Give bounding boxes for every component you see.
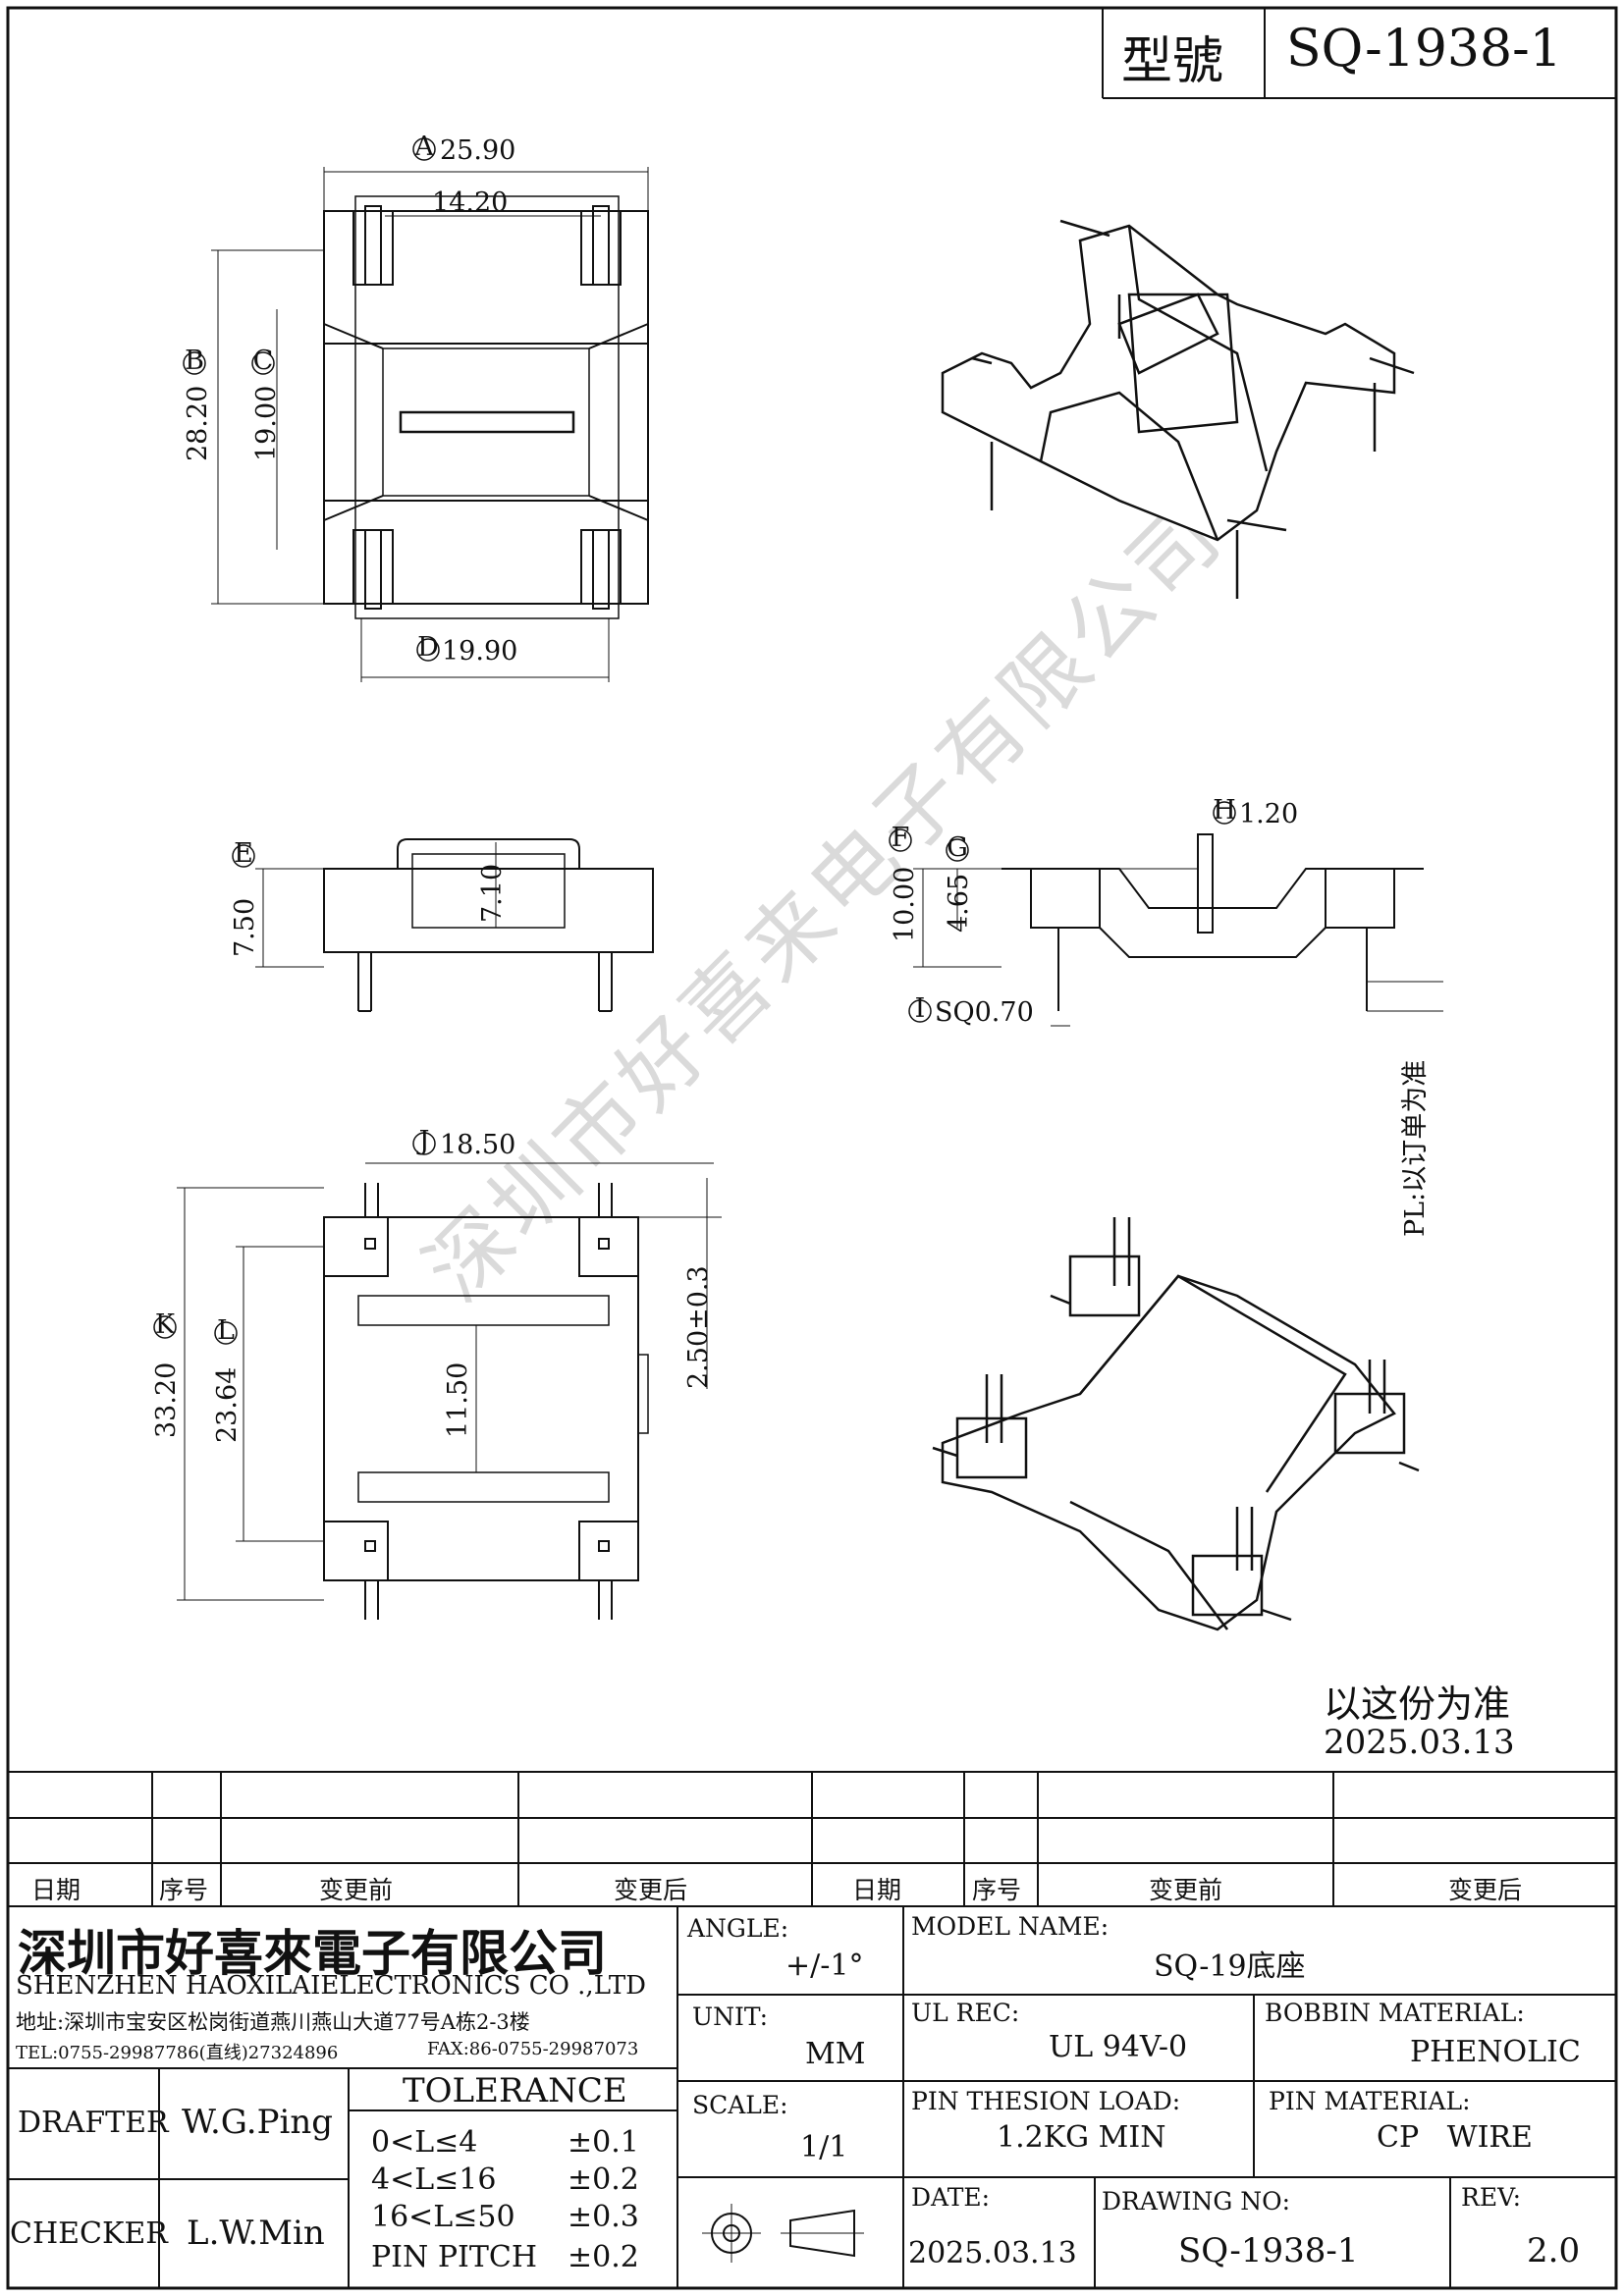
- pin-material-value: CP WIRE: [1377, 2120, 1533, 2155]
- drawing-no-label: DRAWING NO:: [1102, 2187, 1291, 2216]
- label-A: A: [413, 132, 434, 162]
- pl-note: PL:以订单为准: [1400, 1060, 1431, 1237]
- dim-tol: 2.50±0.3: [683, 1265, 714, 1389]
- dim-F: 10.00: [890, 867, 920, 942]
- dim-D: 19.90: [442, 636, 517, 667]
- approval-date: 2025.03.13: [1324, 1723, 1515, 1762]
- top-view: [211, 167, 649, 682]
- label-C: C: [253, 346, 274, 376]
- label-J: J: [416, 1126, 430, 1156]
- label-G: G: [947, 832, 968, 863]
- checker-label: CHECKER: [10, 2216, 168, 2251]
- tol-value-3: ±0.2: [568, 2240, 639, 2274]
- watermark: 深圳市好喜来电子有限公司: [406, 484, 1242, 1319]
- label-B: B: [185, 346, 204, 376]
- front-view: [255, 838, 654, 1012]
- company-tel: TEL:0755-29987786(直线)27324896: [16, 2043, 339, 2063]
- tol-range-0: 0<L≤4: [371, 2125, 478, 2160]
- dim-H: 1.20: [1239, 799, 1298, 829]
- label-K: K: [155, 1309, 176, 1340]
- ul-rec-label: UL REC:: [911, 1999, 1020, 2027]
- bottom-view: [177, 1162, 722, 1620]
- model-label: 型號: [1121, 32, 1224, 91]
- company-fax: FAX:86-0755-29987073: [427, 2039, 639, 2059]
- rev-header-seq-2: 序号: [972, 1876, 1022, 1904]
- scale-value: 1/1: [800, 2130, 848, 2164]
- tol-range-3: PIN PITCH: [371, 2240, 537, 2274]
- dim-E: 7.50: [230, 898, 260, 957]
- dim-I: SQ0.70: [935, 997, 1034, 1028]
- checker-name: L.W.Min: [187, 2214, 325, 2253]
- page-border: [6, 6, 1618, 2290]
- company-name-cn: 深圳市好喜來電子有限公司: [18, 1924, 607, 1982]
- tolerance-title: TOLERANCE: [403, 2071, 627, 2110]
- company-address: 地址:深圳市宝安区松岗街道燕川燕山大道77号A栋2-3楼: [16, 2010, 530, 2034]
- tol-range-1: 4<L≤16: [371, 2163, 497, 2197]
- company-name-en: SHENZHEN HAOXILAIELECTRONICS CO .,LTD: [16, 1971, 647, 2001]
- pin-material-label: PIN MATERIAL:: [1269, 2087, 1471, 2115]
- label-E: E: [234, 838, 253, 869]
- model-name-label: MODEL NAME:: [911, 1912, 1110, 1941]
- rev-label: REV:: [1461, 2183, 1522, 2212]
- rev-header-after-1: 变更后: [614, 1876, 688, 1904]
- iso-view-top: [941, 219, 1415, 599]
- label-F: F: [892, 823, 910, 853]
- tol-range-2: 16<L≤50: [371, 2200, 515, 2234]
- drawing-no-value: SQ-1938-1: [1178, 2231, 1359, 2270]
- angle-label: ANGLE:: [687, 1914, 789, 1943]
- dim-h2: 11.50: [443, 1362, 473, 1438]
- dim-G: 4.65: [944, 874, 974, 933]
- date-label: DATE:: [911, 2183, 991, 2212]
- tol-value-2: ±0.3: [568, 2200, 639, 2234]
- rev-header-before-1: 变更前: [319, 1876, 394, 1904]
- rev-value: 2.0: [1527, 2231, 1581, 2270]
- dim-h1: 7.10: [477, 864, 508, 923]
- label-H: H: [1213, 795, 1236, 826]
- pin-thesion-label: PIN THESION LOAD:: [911, 2087, 1181, 2115]
- angle-value: +/-1°: [785, 1949, 864, 1983]
- dim-B: 28.20: [183, 386, 213, 461]
- label-D: D: [417, 632, 439, 663]
- scale-label: SCALE:: [692, 2091, 788, 2119]
- circled-label-letters: A B C D E F G H I J K L: [155, 132, 1236, 1346]
- model-name-value: SQ-19底座: [1154, 1949, 1306, 1984]
- label-I: I: [915, 993, 926, 1024]
- drafter-label: DRAFTER: [18, 2106, 169, 2140]
- title-block-grid: [8, 8, 1616, 2288]
- bobbin-material-label: BOBBIN MATERIAL:: [1265, 1999, 1525, 2027]
- dim-K: 33.20: [151, 1362, 182, 1438]
- pin-thesion-value: 1.2KG MIN: [997, 2120, 1166, 2155]
- unit-label: UNIT:: [692, 2002, 769, 2031]
- rev-header-seq-1: 序号: [159, 1876, 209, 1904]
- dim-w1: 14.20: [432, 187, 508, 218]
- iso-view-bottom: [932, 1217, 1420, 1631]
- model-value: SQ-1938-1: [1286, 20, 1562, 79]
- unit-value: MM: [805, 2037, 866, 2071]
- bobbin-material-value: PHENOLIC: [1410, 2035, 1581, 2069]
- dim-C: 19.00: [251, 386, 282, 461]
- ul-rec-value: UL 94V-0: [1049, 2030, 1188, 2064]
- tol-value-0: ±0.1: [568, 2125, 639, 2160]
- rev-header-date-1: 日期: [31, 1876, 81, 1904]
- dimension-values: 25.90 14.20 28.20 19.00 19.90 7.50 7.10 …: [151, 135, 1431, 1443]
- side-view: [913, 833, 1443, 1027]
- circled-labels: [153, 137, 1236, 1345]
- dim-L: 23.64: [212, 1367, 243, 1443]
- tol-value-1: ±0.2: [568, 2163, 639, 2197]
- drafter-name: W.G.Ping: [182, 2103, 333, 2142]
- date-value: 2025.03.13: [908, 2236, 1077, 2270]
- dim-A: 25.90: [440, 135, 515, 166]
- label-L: L: [217, 1315, 235, 1346]
- approval-note: 以这份为准: [1324, 1682, 1511, 1726]
- rev-header-before-2: 变更前: [1149, 1876, 1223, 1904]
- rev-header-after-2: 变更后: [1448, 1876, 1523, 1904]
- dim-J: 18.50: [440, 1130, 515, 1160]
- rev-header-date-2: 日期: [852, 1876, 902, 1904]
